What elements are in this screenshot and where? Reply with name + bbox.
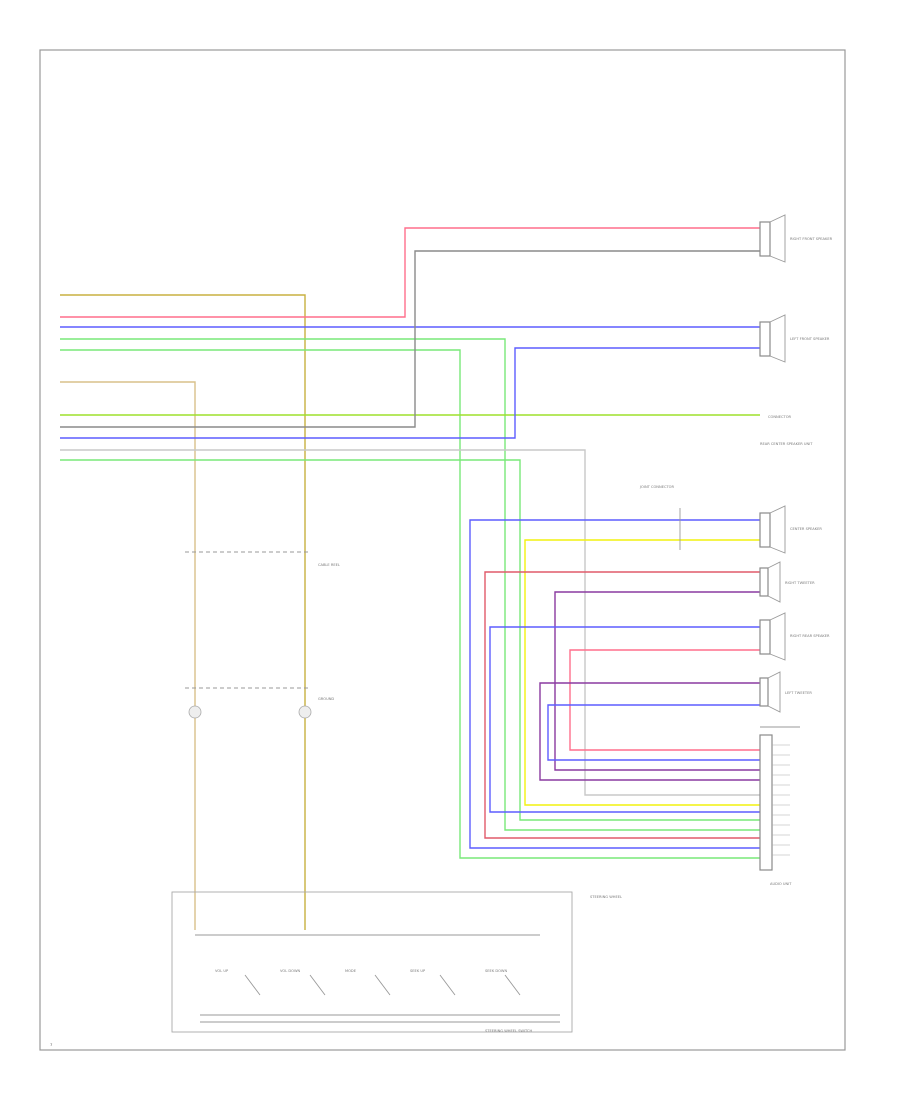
- rr-speaker-label: RIGHT REAR SPEAKER: [790, 634, 830, 638]
- right-tweeter: RIGHT TWEETER: [759, 561, 815, 603]
- left-tweeter-label: LEFT TWEETER: [785, 691, 812, 695]
- rf-speaker-label: RIGHT FRONT SPEAKER: [790, 237, 833, 241]
- audio-unit-label: AUDIO UNIT: [770, 882, 792, 886]
- switch-vol-up: VOL UP: [215, 969, 229, 973]
- switch-seek-up: SEEK UP: [410, 969, 426, 973]
- switch-seek-down: SEEK DOWN: [485, 969, 507, 973]
- page-number: 7: [50, 1042, 53, 1047]
- audio-unit: AUDIO UNIT: [759, 726, 800, 886]
- left-tweeter: LEFT TWEETER: [759, 671, 812, 713]
- cable-reel-label: CABLE REEL: [318, 563, 340, 567]
- connector-note: CONNECTOR: [768, 415, 792, 419]
- left-front-speaker: LEFT FRONT SPEAKER: [759, 314, 830, 363]
- center-speaker: CENTER SPEAKER: [759, 505, 822, 554]
- harness-right: [469, 519, 760, 849]
- right-front-speaker: RIGHT FRONT SPEAKER: [759, 214, 833, 263]
- switch-assy-label: STEERING WHEEL SWITCH: [485, 1029, 533, 1033]
- right-tweeter-label: RIGHT TWEETER: [785, 581, 815, 585]
- steering-wheel-switch: STEERING WHEEL STEERING WHEEL SWITCH VOL…: [171, 891, 622, 1033]
- right-rear-speaker: RIGHT REAR SPEAKER: [759, 612, 830, 661]
- switch-vol-down: VOL DOWN: [280, 969, 301, 973]
- switch-mode: MODE: [345, 969, 357, 973]
- cable-reel-connectors: CABLE REEL GROUND: [185, 551, 340, 719]
- page-frame: [39, 49, 846, 1051]
- joint-connector: JOINT CONNECTOR: [639, 485, 681, 550]
- lf-speaker-label: LEFT FRONT SPEAKER: [790, 337, 830, 341]
- steering-wheel-label: STEERING WHEEL: [590, 895, 622, 899]
- center-speaker-label: CENTER SPEAKER: [790, 527, 822, 531]
- sub-note: REAR CENTER SPEAKER UNIT: [760, 442, 813, 446]
- joint-connector-label: JOINT CONNECTOR: [639, 485, 674, 489]
- harness-left-top: [60, 227, 760, 930]
- center-speaker-note: CONNECTOR REAR CENTER SPEAKER UNIT: [760, 415, 813, 446]
- ground-label: GROUND: [318, 697, 334, 701]
